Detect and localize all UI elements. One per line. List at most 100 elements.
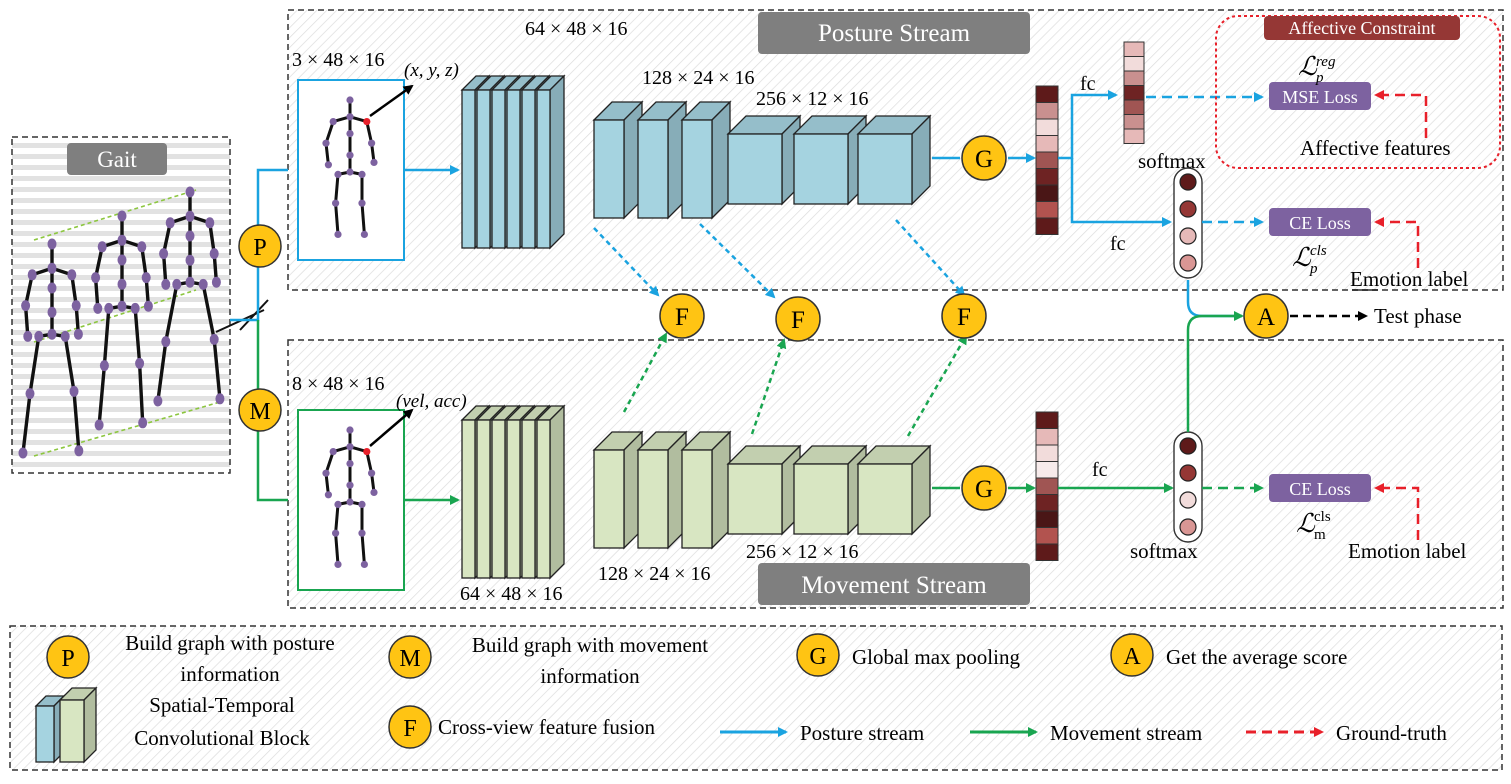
- gait-walker-1-joint-spine: [47, 306, 57, 318]
- posture-softmax-unit-1: [1179, 173, 1197, 191]
- posture-block-256-2: [792, 114, 868, 206]
- movement-skel-joint-head: [346, 426, 354, 434]
- movement-softmax-unit-4: [1179, 518, 1197, 536]
- movement-block-128-1: [592, 430, 644, 550]
- posture-dim-128: 128 × 24 × 16: [642, 67, 755, 89]
- posture-skel-joint-neck: [346, 113, 354, 121]
- movement-skel-joint-lan: [334, 560, 342, 569]
- reg-output-cell-5: [1123, 99, 1145, 115]
- movement-skel-bone-16: [360, 533, 366, 565]
- gait-walker-2-bone-14: [97, 365, 107, 426]
- legend-movement-arrow-text: Movement stream: [1050, 721, 1202, 745]
- gait-walker-3-bone-14: [156, 341, 168, 402]
- posture-softmax-unit-2: [1179, 200, 1197, 218]
- posture-input-dim: 3 × 48 × 16: [292, 49, 385, 71]
- gait-walker-2-joint-rsh: [137, 241, 147, 253]
- posture-block-64-6: [535, 74, 566, 250]
- svg-text:P: P: [253, 235, 266, 261]
- movement-skel-bone-9: [365, 451, 374, 474]
- posture-skel-joint-rsh: [363, 118, 371, 126]
- posture-skel-joint-lsh: [329, 118, 337, 126]
- movement-skel-joint-spine: [346, 481, 354, 489]
- posture-skel-joint-rwr: [370, 158, 378, 166]
- svg-text:p: p: [1315, 70, 1324, 86]
- movement-stream-title: Movement Stream: [801, 572, 987, 599]
- movement-block-128-2: [636, 430, 688, 550]
- gait-walker-1-bone-15: [63, 336, 76, 392]
- posture-feature-cell-8: [1035, 201, 1059, 219]
- gait-walker-1-joint-lan: [18, 447, 28, 459]
- svg-text:P: P: [61, 646, 74, 672]
- movement-dim-64: 64 × 48 × 16: [460, 583, 563, 605]
- movement-dim-128: 128 × 24 × 16: [598, 563, 711, 585]
- svg-text:F: F: [957, 304, 971, 331]
- gait-walker-2-bone-16: [137, 363, 145, 423]
- movement-skel-joint-ran: [360, 560, 368, 569]
- legend-p-icon: P: [46, 635, 90, 679]
- gait-walker-3-joint-rwr: [211, 276, 221, 288]
- movement-stream-title-box: [758, 563, 1030, 605]
- posture-block-256-3: [856, 114, 932, 206]
- test-phase-label: Test phase: [1374, 304, 1462, 328]
- svg-text:ℒ: ℒ: [1298, 52, 1318, 81]
- movement-dim-256: 256 × 12 × 16: [746, 541, 859, 563]
- posture-softmax-label: softmax: [1138, 149, 1206, 173]
- gait-walker-3-bone-15: [201, 284, 216, 340]
- fusion-arrows: [593, 219, 968, 437]
- gait-walker-3-joint-ran: [215, 393, 225, 405]
- legend-m-icon: M: [388, 635, 432, 679]
- movement-input-skeleton: [322, 426, 378, 569]
- posture-skel-joint-rkn: [358, 199, 366, 207]
- fusion-node-1: F: [659, 293, 705, 339]
- movement-feature-cell-1: [1035, 411, 1059, 429]
- gait-walker-3-joint-lan: [153, 395, 163, 407]
- svg-text:cls: cls: [1310, 243, 1327, 259]
- movement-pool-node: G: [961, 465, 1007, 511]
- loss-reg-posture: ℒ reg p: [1298, 52, 1336, 86]
- gait-walker-2-joint-ran: [138, 417, 148, 429]
- posture-skel-joint-lkn: [332, 199, 340, 207]
- posture-fc-cls-label: fc: [1110, 233, 1126, 255]
- gait-walker-3-joint-spine: [185, 254, 195, 266]
- average-node: A: [1243, 293, 1289, 339]
- gait-track-bottom: [33, 401, 221, 457]
- gait-walker-1-joint-hip: [47, 328, 57, 340]
- movement-feature-cell-6: [1035, 494, 1059, 512]
- fusion-node-2: F: [775, 296, 821, 342]
- legend-posture-arrow-text: Posture stream: [800, 721, 924, 745]
- legend-p-line1: Build graph with posture: [125, 631, 334, 655]
- gait-walker-2-joint-lsh: [97, 241, 107, 253]
- gait-walker-1-joint-rkn: [69, 385, 79, 397]
- svg-text:p: p: [1309, 261, 1318, 277]
- movement-skel-joint-lel: [322, 469, 330, 477]
- posture-block-128-3: [680, 100, 732, 220]
- reg-output-cell-7: [1123, 128, 1145, 144]
- movement-block-256-3: [856, 444, 932, 536]
- legend-gt-arrow-text: Ground-truth: [1336, 721, 1447, 745]
- posture-skel-bone-16: [360, 203, 366, 235]
- posture-pool-node: G: [961, 135, 1007, 181]
- posture-graph-node: P: [238, 224, 282, 268]
- mse-loss-box: [1269, 82, 1371, 110]
- gait-walker-3-bone-13: [164, 284, 179, 342]
- posture-conv-blocks: [460, 74, 932, 250]
- reg-output-cell-3: [1123, 70, 1145, 86]
- posture-skel-joint-spine: [346, 151, 354, 159]
- posture-feature-cell-6: [1035, 168, 1059, 186]
- gait-walker-2-joint-rhip: [130, 302, 140, 314]
- legend-f-text: Cross-view feature fusion: [438, 715, 655, 739]
- posture-softmax-unit-3: [1179, 227, 1197, 245]
- reg-output-cell-2: [1123, 56, 1145, 72]
- movement-input-dim: 8 × 48 × 16: [292, 373, 385, 395]
- loss-cls-movement: ℒ cls m: [1296, 509, 1331, 543]
- gait-walker-1-joint-lhip: [34, 330, 44, 342]
- posture-stream-title-box: [758, 12, 1030, 54]
- affective-features-label: Affective features: [1300, 136, 1451, 160]
- gait-walker-2-joint-rel: [141, 272, 151, 284]
- svg-text:A: A: [1257, 304, 1275, 331]
- posture-skel-joint-ran: [360, 230, 368, 238]
- movement-skel-bone-7: [324, 451, 335, 474]
- movement-skel-joint-neck: [346, 443, 354, 451]
